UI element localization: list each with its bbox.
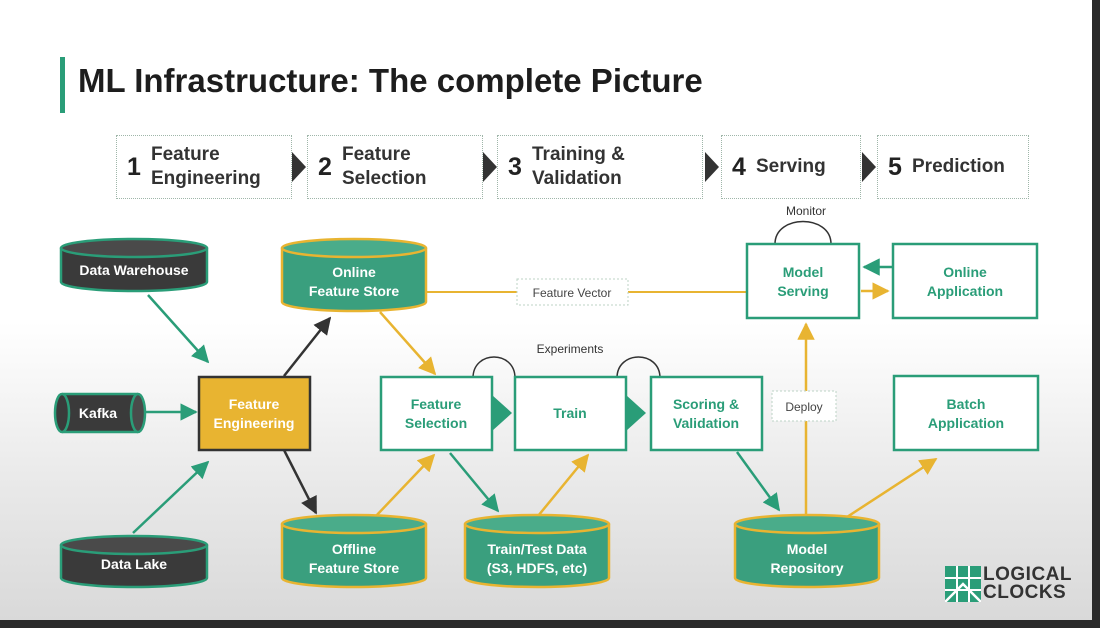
box-label-line2: Validation bbox=[673, 415, 739, 431]
data-warehouse-cylinder: Data Warehouse bbox=[59, 237, 209, 293]
train-box: Train bbox=[513, 375, 628, 452]
logo-wordmark: LOGICAL CLOCKS bbox=[983, 564, 1072, 603]
deploy-text: Deploy bbox=[785, 400, 822, 414]
box-label-line2: Serving bbox=[777, 283, 828, 299]
stage-label: Feature Selection bbox=[342, 144, 427, 189]
feature-selection-box: Feature Selection bbox=[379, 375, 494, 452]
stage-3: 3 Training & Validation bbox=[497, 135, 703, 199]
edge-selection-to-traintest bbox=[449, 452, 500, 513]
source-label: Data Lake bbox=[101, 556, 167, 572]
feature-vector-text: Feature Vector bbox=[533, 286, 612, 300]
stage-label: Feature Engineering bbox=[151, 144, 261, 189]
box-label-line2: Application bbox=[928, 415, 1004, 431]
experiments-label: Experiments bbox=[537, 342, 604, 356]
stage-4: 4 Serving bbox=[721, 135, 861, 199]
offline-feature-store-cylinder: Offline Feature Store bbox=[280, 513, 428, 589]
stage-number: 5 bbox=[888, 152, 902, 181]
box-label-line2: Selection bbox=[405, 415, 467, 431]
stage-label: Prediction bbox=[912, 156, 1005, 177]
edge-lake-to-fe bbox=[132, 460, 210, 534]
edge-offline-store-to-selection bbox=[374, 453, 436, 518]
store-label-line1: Offline bbox=[332, 541, 377, 557]
stage-number: 1 bbox=[127, 152, 141, 181]
stage-2: 2 Feature Selection bbox=[307, 135, 483, 199]
stage-arrow-icon bbox=[483, 152, 497, 182]
edge-traintest-to-train bbox=[537, 453, 590, 517]
stage-arrow-icon bbox=[705, 152, 719, 182]
edge-online-store-to-selection bbox=[379, 311, 437, 376]
title-accent-bar bbox=[60, 57, 65, 113]
train-test-data-cylinder: Train/Test Data (S3, HDFS, etc) bbox=[463, 513, 611, 589]
box-label-line2: Application bbox=[927, 283, 1003, 299]
box-label-line1: Feature bbox=[411, 396, 462, 412]
model-repository-cylinder: Model Repository bbox=[733, 513, 881, 589]
stage-number: 3 bbox=[508, 152, 522, 181]
scoring-validation-box: Scoring & Validation bbox=[649, 375, 764, 452]
data-lake-cylinder: Data Lake bbox=[59, 534, 209, 589]
stage-1: 1 Feature Engineering bbox=[116, 135, 292, 199]
box-label-line1: Batch bbox=[947, 396, 986, 412]
edge-scoring-to-repo bbox=[735, 451, 781, 512]
store-label-line1: Model bbox=[787, 541, 827, 557]
page-title: ML Infrastructure: The complete Picture bbox=[78, 62, 703, 99]
box-label-line1: Feature bbox=[229, 396, 280, 412]
logical-clocks-logo-icon bbox=[945, 566, 981, 602]
store-label-line2: Feature Store bbox=[309, 283, 399, 299]
stage-label: Serving bbox=[756, 156, 826, 177]
edge-repo-to-batch bbox=[846, 457, 938, 519]
model-serving-box: Model Serving bbox=[745, 242, 861, 320]
monitor-label: Monitor bbox=[786, 204, 826, 218]
store-label-line2: (S3, HDFS, etc) bbox=[487, 560, 587, 576]
experiments-loop bbox=[616, 356, 661, 379]
experiments-loop bbox=[472, 356, 516, 379]
online-application-box: Online Application bbox=[891, 242, 1039, 320]
store-label-line2: Repository bbox=[770, 560, 843, 576]
store-label-line2: Feature Store bbox=[309, 560, 399, 576]
edge-warehouse-to-fe bbox=[147, 294, 210, 364]
stage-number: 2 bbox=[318, 152, 332, 181]
online-feature-store-cylinder: Online Feature Store bbox=[280, 237, 428, 313]
feature-engineering-box: Feature Engineering bbox=[197, 375, 312, 452]
edge-fe-to-online-store bbox=[283, 316, 332, 377]
store-label-line1: Train/Test Data bbox=[487, 541, 587, 557]
deploy-label: Deploy bbox=[771, 390, 837, 422]
batch-application-box: Batch Application bbox=[892, 374, 1040, 452]
stage-label: Training & Validation bbox=[532, 144, 625, 189]
stage-arrow-icon bbox=[862, 152, 876, 182]
box-label-line1: Online bbox=[943, 264, 987, 280]
flow-arrow-icon bbox=[492, 395, 512, 431]
box-label-line2: Engineering bbox=[214, 415, 295, 431]
store-label-line1: Online bbox=[332, 264, 376, 280]
stage-arrow-icon bbox=[292, 152, 306, 182]
edge-fe-to-offline-store bbox=[282, 449, 318, 515]
flow-arrow-icon bbox=[626, 395, 646, 431]
box-label: Train bbox=[553, 405, 586, 421]
feature-vector-label: Feature Vector bbox=[516, 278, 629, 306]
source-label: Kafka bbox=[79, 405, 117, 421]
stage-number: 4 bbox=[732, 152, 746, 181]
stage-5: 5 Prediction bbox=[877, 135, 1029, 199]
box-label-line1: Model bbox=[783, 264, 823, 280]
box-label-line1: Scoring & bbox=[673, 396, 739, 412]
monitor-loop bbox=[774, 220, 832, 245]
kafka-cylinder: Kafka bbox=[53, 392, 147, 434]
source-label: Data Warehouse bbox=[79, 262, 188, 278]
